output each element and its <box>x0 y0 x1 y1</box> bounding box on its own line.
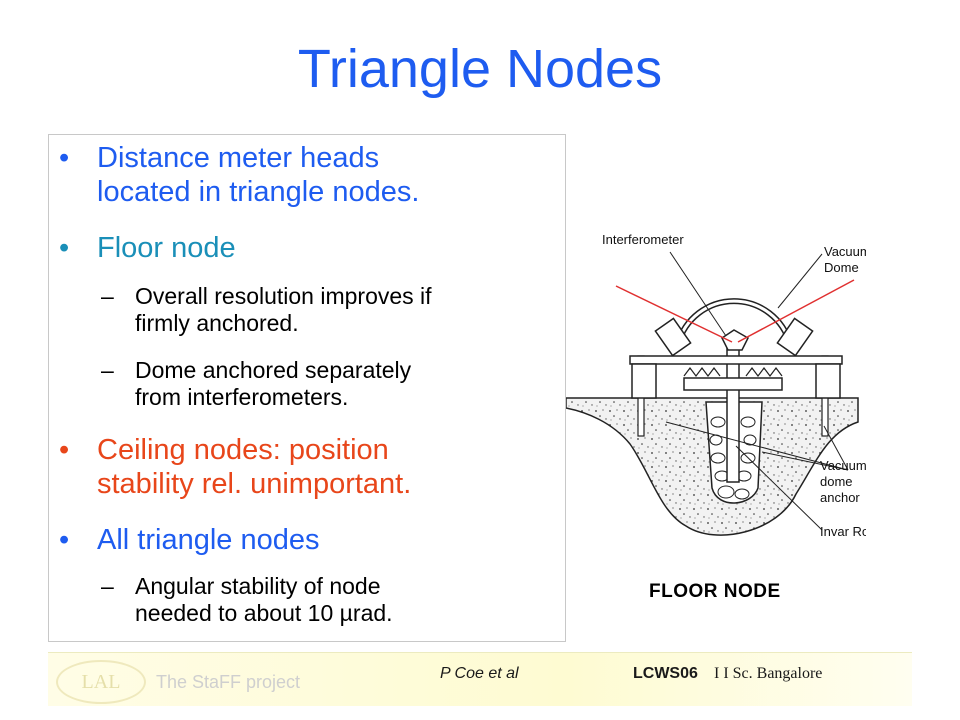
sub-dash: – <box>101 573 114 599</box>
bullet-distance-meter: • Distance meter heads located in triang… <box>59 141 557 209</box>
sub-bullet-dome: – Dome anchored separately from interfer… <box>101 357 559 411</box>
footer-conference: LCWS06 <box>633 665 698 682</box>
laser-beam-left <box>615 285 733 343</box>
footer-band <box>48 652 912 706</box>
leader-line <box>669 251 727 337</box>
bullet-all-triangle-nodes: • All triangle nodes <box>59 523 557 557</box>
bullet-dot: • <box>59 524 70 556</box>
lal-logo: LAL <box>56 660 146 704</box>
label-vacuum-dome-anchor-2: dome <box>820 474 853 489</box>
bullet-text: located in triangle nodes. <box>97 176 420 208</box>
sub-text-part: rad. <box>352 600 393 626</box>
leader-line <box>777 253 823 309</box>
bullet-text: Distance meter heads <box>97 142 380 174</box>
bullet-text: Floor node <box>97 232 236 264</box>
sub-bullet-resolution: – Overall resolution improves if firmly … <box>101 283 559 337</box>
bullet-floor-node: • Floor node <box>59 231 557 265</box>
sub-text: from interferometers. <box>135 384 349 410</box>
label-invar-rod: Invar Rod <box>820 524 866 539</box>
sub-text-part: needed to about 10 <box>135 600 340 626</box>
leader-line <box>823 425 849 471</box>
label-interferometer: Interferometer <box>602 232 684 247</box>
bullet-list: • Distance meter heads located in triang… <box>48 134 566 642</box>
collar <box>683 377 783 391</box>
sub-text: firmly anchored. <box>135 310 299 336</box>
mu-symbol: µ <box>339 600 353 626</box>
bullet-dot: • <box>59 142 70 174</box>
sub-dash: – <box>101 357 114 383</box>
gravel <box>709 416 757 500</box>
support-left <box>631 363 657 399</box>
footer-venue: I I Sc. Bangalore <box>714 665 823 682</box>
laser-beam-right <box>737 279 855 343</box>
dome-flange-left <box>654 317 692 357</box>
bullet-dot: • <box>59 232 70 264</box>
bullet-ceiling-nodes: • Ceiling nodes: position stability rel.… <box>59 433 557 501</box>
floor-node-diagram: Interferometer Vacuum Dome Vacuum dome a… <box>566 232 866 539</box>
base-plate <box>629 355 843 365</box>
sub-text: needed to about 10 µrad. <box>135 600 559 627</box>
bullet-text: stability rel. unimportant. <box>97 468 412 500</box>
sub-text: Dome anchored separately <box>135 357 412 383</box>
sub-text: Angular stability of node <box>135 573 381 599</box>
leader-line <box>761 451 849 471</box>
bellows <box>683 367 783 377</box>
leader-line <box>735 445 823 531</box>
sub-bullet-angular: – Angular stability of node needed to ab… <box>101 573 559 627</box>
support-right <box>815 363 841 399</box>
label-vacuum-dome-anchor-3: anchor <box>820 490 860 505</box>
label-vacuum: Vacuum <box>824 244 866 259</box>
sub-text: Overall resolution improves if <box>135 283 432 309</box>
diagram-caption: FLOOR NODE <box>649 581 781 602</box>
bullet-text: All triangle nodes <box>97 524 320 556</box>
interferometer-head <box>721 329 749 351</box>
bullet-dot: • <box>59 434 70 466</box>
leader-line <box>665 421 849 471</box>
footer-author: P Coe et al <box>440 665 519 682</box>
dome-flange-right <box>776 317 814 357</box>
sub-dash: – <box>101 283 114 309</box>
label-vacuum-dome-anchor-1: Vacuum <box>820 458 866 473</box>
bullet-text: Ceiling nodes: position <box>97 434 389 466</box>
slide-title: Triangle Nodes <box>297 39 663 99</box>
footer-project: The StaFF project <box>156 672 301 692</box>
label-dome: Dome <box>824 260 859 275</box>
